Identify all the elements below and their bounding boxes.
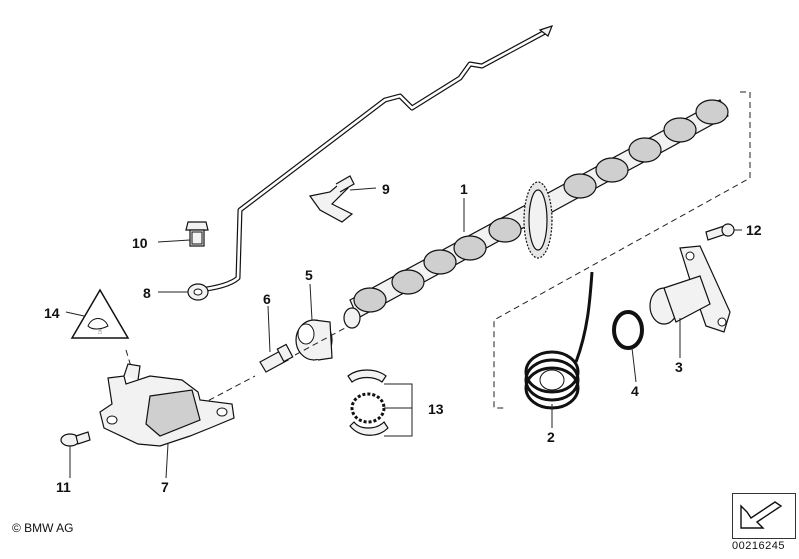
callout-12: 12: [746, 222, 762, 238]
copyright-notice: © BMW AG: [12, 521, 74, 535]
seal-ring[interactable]: [295, 319, 333, 361]
axis-line: [199, 375, 256, 406]
callout-14: 14: [44, 305, 60, 321]
actuator-housing[interactable]: [99, 363, 235, 447]
bolt-6[interactable]: [259, 343, 294, 373]
oil-line[interactable]: [187, 25, 554, 301]
callout-13: 13: [428, 401, 444, 417]
callout-1: 1: [460, 181, 468, 197]
camshaft-sprocket: [523, 181, 553, 259]
callout-9: 9: [382, 181, 390, 197]
torsion-spring[interactable]: [524, 271, 594, 410]
warning-label[interactable]: ☝: [70, 288, 130, 339]
callout-2: 2: [547, 429, 555, 445]
bearing-shells[interactable]: [347, 369, 389, 436]
callout-4: 4: [631, 383, 639, 399]
callout-3: 3: [675, 359, 683, 375]
banjo-bolt[interactable]: [185, 221, 209, 247]
camshaft-lobes: [353, 99, 729, 313]
callout-8: 8: [143, 285, 151, 301]
bolt-11[interactable]: [60, 431, 91, 447]
document-number: 00216245: [732, 540, 785, 552]
callout-6: 6: [263, 291, 271, 307]
orientation-stamp: [732, 493, 796, 539]
camshaft[interactable]: [343, 99, 729, 329]
callout-11: 11: [56, 479, 71, 495]
flanged-sleeve[interactable]: [649, 245, 731, 333]
warning-hand-icon: ☝: [98, 327, 103, 336]
bolt-12[interactable]: [705, 223, 735, 241]
bracket-clip[interactable]: [308, 175, 355, 223]
callout-5: 5: [305, 267, 313, 283]
retaining-ring[interactable]: [612, 310, 644, 350]
callout-10: 10: [132, 235, 148, 251]
callout-7: 7: [161, 479, 169, 495]
leader-lines: [65, 187, 742, 479]
arrow-icon: [740, 501, 783, 529]
assembly-boundary: [493, 91, 751, 409]
